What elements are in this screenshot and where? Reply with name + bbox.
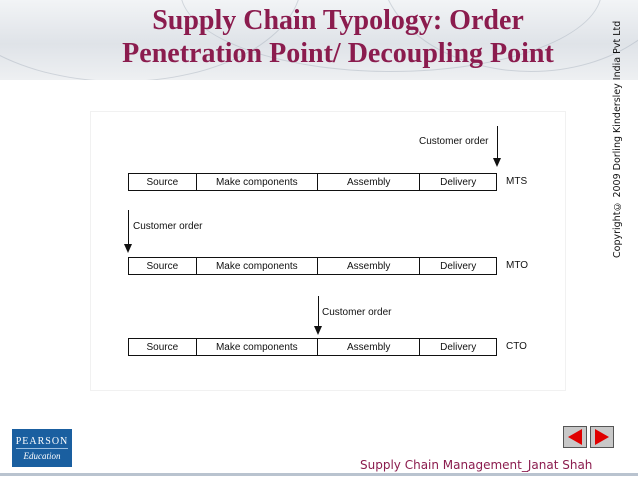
- stage-source: Source: [129, 258, 197, 274]
- pearson-education-logo: PEARSON Education: [12, 429, 72, 467]
- next-slide-button[interactable]: [590, 426, 614, 448]
- previous-slide-button[interactable]: [563, 426, 587, 448]
- slide-title-line-1: Supply Chain Typology: Order: [152, 5, 524, 36]
- customer-order-arrow-mts: [497, 126, 498, 160]
- logo-line-1: PEARSON: [15, 435, 69, 449]
- arrow-head-icon: [493, 158, 501, 167]
- row-code-cto: CTO: [506, 341, 527, 352]
- stage-make-components: Make components: [197, 339, 318, 355]
- arrow-head-icon: [314, 326, 322, 335]
- supply-chain-row-cto: Source Make components Assembly Delivery: [128, 338, 497, 356]
- row-code-mto: MTO: [506, 260, 529, 271]
- stage-assembly: Assembly: [318, 174, 421, 190]
- customer-order-arrow-cto: [318, 296, 319, 328]
- left-triangle-icon: [568, 429, 582, 445]
- stage-assembly: Assembly: [318, 258, 421, 274]
- footer-divider: [0, 473, 638, 476]
- logo-line-2: Education: [23, 450, 61, 461]
- stage-delivery: Delivery: [440, 176, 477, 188]
- right-triangle-icon: [595, 429, 609, 445]
- header-band: [0, 0, 638, 80]
- stage-source: Source: [129, 339, 197, 355]
- row-code-mts: MTS: [506, 176, 528, 187]
- slide-title: Supply Chain Typology: Order Penetration…: [78, 4, 598, 70]
- customer-order-label-mts: Customer order: [419, 136, 489, 147]
- customer-order-label-cto: Customer order: [322, 307, 392, 318]
- customer-order-label-mto: Customer order: [133, 221, 203, 232]
- stage-make-components: Make components: [197, 174, 318, 190]
- footer-course-title: Supply Chain Management_Janat Shah: [360, 458, 593, 472]
- arrow-head-icon: [124, 244, 132, 253]
- stage-delivery: Delivery: [440, 260, 477, 272]
- supply-chain-row-mto: Source Make components Assembly Delivery: [128, 257, 497, 275]
- stage-delivery: Delivery: [440, 341, 477, 353]
- slide-title-line-2: Penetration Point/ Decoupling Point: [122, 38, 554, 69]
- stage-assembly: Assembly: [318, 339, 421, 355]
- stage-make-components: Make components: [197, 258, 318, 274]
- decoupling-point-diagram: Customer order Source Make components As…: [90, 111, 566, 391]
- supply-chain-row-mts: Source Make components Assembly Delivery: [128, 173, 497, 191]
- customer-order-arrow-mto: [128, 210, 129, 246]
- copyright-notice: Copyright© 2009 Dorling Kindersley India…: [612, 20, 623, 258]
- stage-source: Source: [129, 174, 197, 190]
